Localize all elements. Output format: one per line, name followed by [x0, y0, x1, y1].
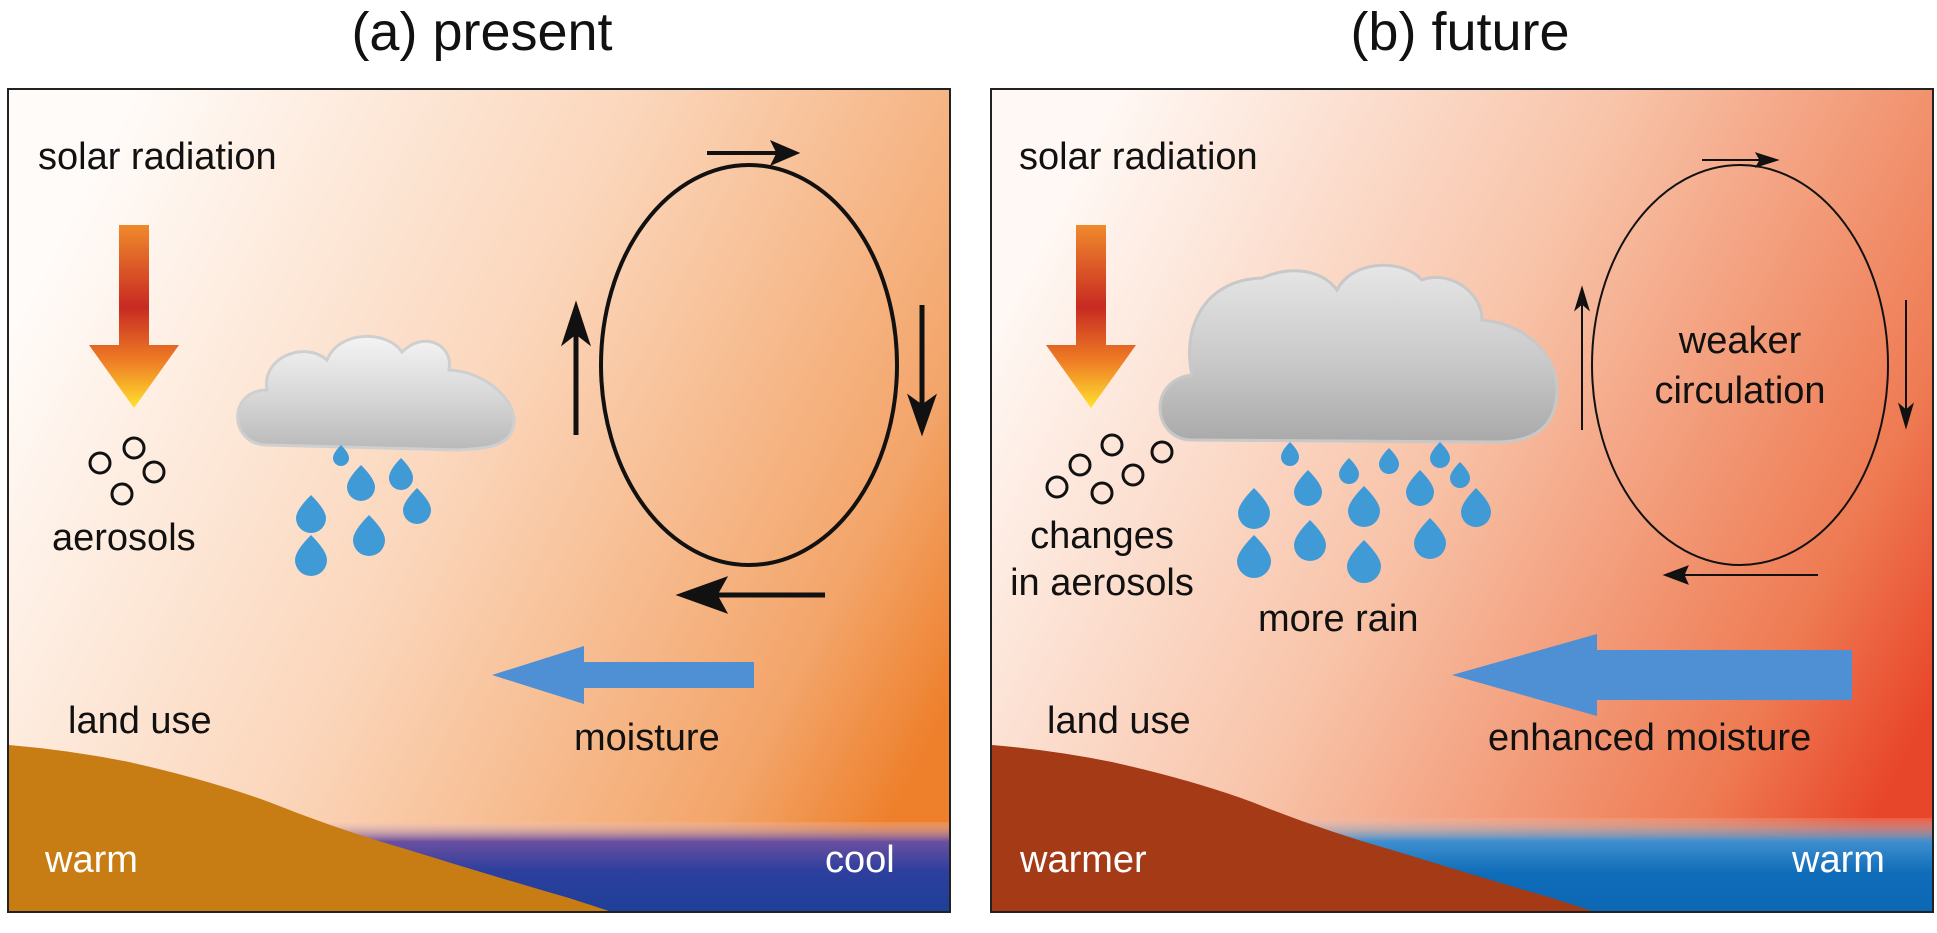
circulation-loop-present: [599, 163, 899, 567]
solar-radiation-label: solar radiation: [1019, 136, 1258, 178]
cloud-future: [1158, 263, 1559, 444]
aerosols-future: [1045, 433, 1174, 505]
land-temp-label: warmer: [1020, 839, 1147, 881]
panel-present: solar radiation aerosols land use moistu…: [7, 88, 951, 913]
circulation-arrows-present: [561, 140, 937, 614]
solar-arrow-present: [89, 225, 179, 408]
aerosols-present: [88, 436, 166, 506]
moisture-label: moisture: [574, 717, 720, 759]
land-temp-label: warm: [45, 839, 138, 881]
more-rain-label: more rain: [1258, 598, 1419, 640]
aerosols-in-label: in aerosols: [1010, 562, 1194, 604]
rain-present: [295, 445, 431, 576]
panel-future-scene: [992, 90, 1932, 911]
panel-b-title: (b) future: [1350, 2, 1570, 62]
sea-temp-label: cool: [825, 839, 895, 881]
panel-present-scene: [9, 90, 949, 911]
land-use-label: land use: [1047, 700, 1191, 742]
panel-a-title: (a) present: [351, 2, 613, 62]
land-use-label: land use: [68, 700, 212, 742]
land-present: [9, 745, 609, 911]
solar-radiation-label: solar radiation: [38, 136, 277, 178]
aerosols-label: aerosols: [52, 517, 196, 559]
circulation-loop-future: [1591, 164, 1889, 566]
land-future: [992, 745, 1592, 911]
moisture-arrow-present: [492, 646, 754, 704]
circulation-weaker-label: weaker: [1678, 320, 1802, 362]
circulation-label: circulation: [1654, 370, 1826, 412]
aerosols-changes-label: changes: [1030, 515, 1174, 557]
moisture-arrow-future: [1452, 634, 1852, 716]
rain-future: [1237, 442, 1491, 583]
panel-future: solar radiation changes in aerosols more…: [990, 88, 1934, 913]
circulation-arrows-future: [1574, 152, 1914, 585]
cloud-present: [236, 334, 516, 452]
sea-temp-label: warm: [1792, 839, 1885, 881]
enhanced-moisture-label: enhanced moisture: [1488, 717, 1812, 759]
solar-arrow-future: [1046, 225, 1136, 408]
